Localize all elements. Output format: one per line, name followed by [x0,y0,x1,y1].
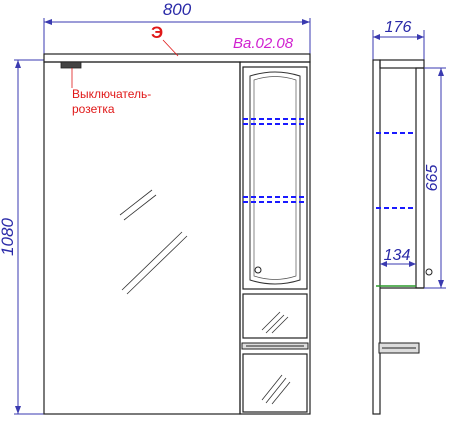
side-view [372,59,433,415]
glass-door-frame [249,71,301,285]
socket-box [60,61,82,69]
socket-label-line2: розетка [72,102,115,116]
glass-door [242,66,308,290]
lower-mirror-1 [242,293,308,339]
socket-symbol-leader [162,39,179,57]
lower-mirror-2 [242,353,308,413]
inner-depth-dimension: 134 [380,247,416,267]
width-dimension: 800 [43,0,311,62]
depth-label: 176 [385,19,412,36]
side-column [239,61,311,415]
mirror-glare [119,189,188,295]
shelf-height-dimension: 665 [424,67,446,289]
socket-label-line1: Выключатель- [72,87,151,101]
socket-symbol: Э [151,23,163,42]
model-code: Ba.02.08 [233,35,294,52]
height-dimension: 1080 [0,59,44,415]
width-label: 800 [163,0,192,19]
depth-dimension: 176 [372,19,425,62]
inner-depth-label: 134 [384,247,411,264]
height-label: 1080 [0,218,17,256]
shelf-height-label: 665 [424,165,441,192]
door-knob [254,266,262,274]
